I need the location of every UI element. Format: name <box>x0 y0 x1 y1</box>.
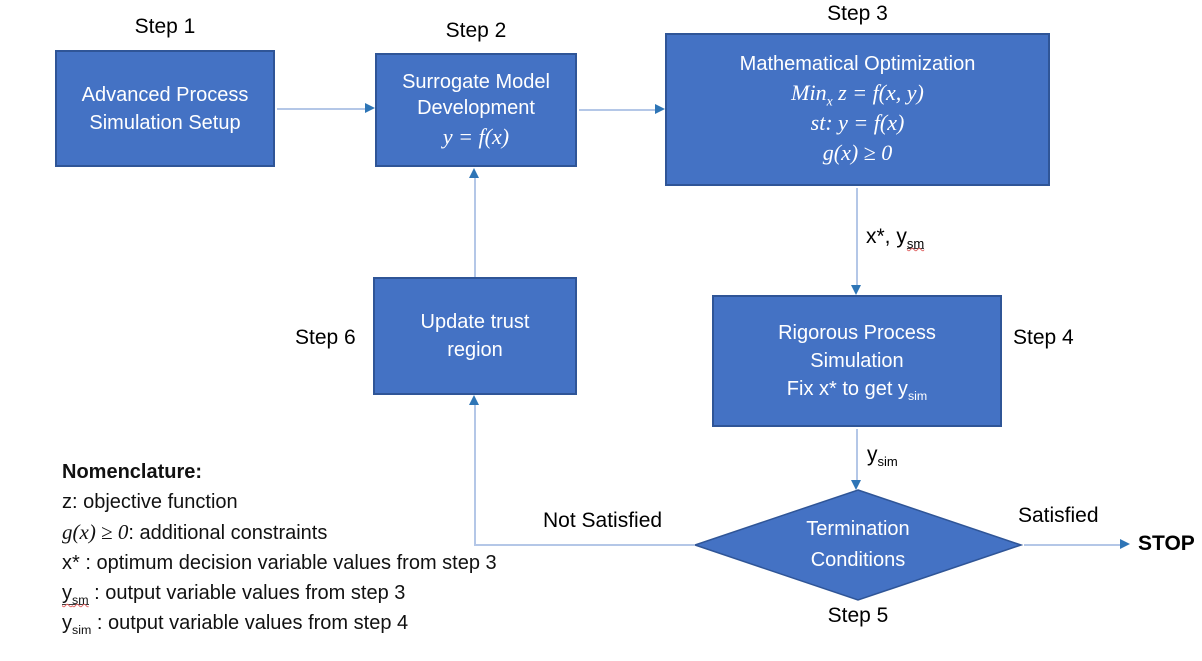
arrowhead-right-icon <box>1120 539 1130 549</box>
node-text-line: Rigorous Process <box>778 322 936 344</box>
stop-label: STOP <box>1138 532 1195 555</box>
gx-math: g(x) ≥ 0 <box>62 520 129 544</box>
nomenclature-line-g: g(x) ≥ 0: additional constraints <box>62 517 497 548</box>
ysim-description: : output variable values from step 4 <box>91 612 409 634</box>
node-formula: st: y = f(x) <box>810 110 905 136</box>
gx-rest: : additional constraints <box>128 522 328 544</box>
node-text-line: Development <box>417 97 535 120</box>
node-step6-update-trust-region: Update trust region <box>373 277 577 395</box>
formula-min-sub: x <box>826 93 833 109</box>
formula-min: Min <box>791 80 827 106</box>
ysm-subscript: sm <box>72 593 89 607</box>
nomenclature-line-ysim: ysim : output variable values from step … <box>62 608 497 638</box>
node-text-line: Surrogate Model <box>402 71 550 94</box>
node-text-line: Termination <box>806 518 910 540</box>
node-step5-termination-conditions: Termination Conditions <box>692 489 1024 601</box>
arrowhead-down-icon <box>851 480 861 490</box>
node-text-line: region <box>447 339 503 361</box>
node-text-line: Simulation <box>810 350 904 372</box>
step5-label: Step 5 <box>827 604 889 627</box>
node-step3-mathematical-optimization: Mathematical Optimization Minx z = f(x, … <box>665 33 1050 186</box>
arrowhead-right-icon <box>365 103 375 113</box>
node-text-line: Advanced Process <box>81 83 249 106</box>
node-text-line: Update trust <box>420 311 530 333</box>
nomenclature-title: Nomenclature: <box>62 461 203 483</box>
nomenclature-line-xstar: x* : optimum decision variable values fr… <box>62 552 497 574</box>
connector-step6-step2 <box>474 177 476 277</box>
edge-label-satisfied: Satisfied <box>1018 504 1099 527</box>
diamond-shape <box>692 489 1024 601</box>
connector-step5-stop <box>1024 544 1122 546</box>
node-step2-surrogate-model-development: Surrogate Model Development y = f(x) <box>375 53 577 167</box>
arrowhead-up-icon <box>469 395 479 405</box>
fix-x-text: Fix x* to get y <box>786 378 908 400</box>
connector-step1-step2 <box>277 108 366 110</box>
node-text-line: Conditions <box>810 549 906 571</box>
connector-step2-step3 <box>579 109 656 111</box>
nomenclature-line-z: z: objective function <box>62 491 238 513</box>
ysm-description: : output variable values from step 3 <box>88 582 406 604</box>
step1-label: Step 1 <box>134 15 196 38</box>
connector-step4-step5 <box>856 429 858 481</box>
formula-objective: z = f(x, y) <box>832 80 924 106</box>
ysm-misspelled: ysm <box>62 582 89 607</box>
ysm-subscript: sm <box>906 236 925 252</box>
ysim-subscript: sim <box>877 454 898 470</box>
y-sim-subscript: sim <box>907 389 928 403</box>
step6-label: Step 6 <box>295 326 356 349</box>
arrowhead-right-icon <box>655 104 665 114</box>
node-step1-advanced-process-simulation-setup: Advanced Process Simulation Setup <box>55 50 275 167</box>
connector-step5-step6-horizontal <box>474 544 695 546</box>
ysm-text: y <box>62 582 72 604</box>
node-formula: Minx z = f(x, y) <box>791 78 924 108</box>
node-step4-rigorous-process-simulation: Rigorous Process Simulation Fix x* to ge… <box>712 295 1002 427</box>
nomenclature-line-ysm: ysm : output variable values from step 3 <box>62 578 497 608</box>
arrowhead-down-icon <box>851 285 861 295</box>
node-formula: g(x) ≥ 0 <box>822 139 893 165</box>
nomenclature-block: Nomenclature: z: objective function g(x)… <box>62 457 497 638</box>
ysim-text: y <box>62 612 72 634</box>
arrowhead-up-icon <box>469 168 479 178</box>
node-text-line: Simulation Setup <box>89 111 241 134</box>
connector-step3-step4 <box>856 188 858 286</box>
edge-label-xstar-ysm: x*, ysm <box>866 225 925 252</box>
step3-label: Step 3 <box>827 2 888 25</box>
node-text-line: Mathematical Optimization <box>739 53 976 76</box>
step4-label: Step 4 <box>1013 326 1074 349</box>
xstar-text: x*, y <box>866 225 907 248</box>
node-text-line: Fix x* to get ysim <box>787 375 927 403</box>
ysim-text: y <box>867 443 878 466</box>
step2-label: Step 2 <box>445 19 507 42</box>
edge-label-not-satisfied: Not Satisfied <box>543 509 663 532</box>
ysm-misspelled: sm <box>906 225 925 252</box>
connector-step5-step6-vertical <box>474 404 476 545</box>
node-formula: y = f(x) <box>442 123 510 149</box>
ysim-subscript: sim <box>72 623 92 637</box>
edge-label-ysim: ysim <box>867 443 898 470</box>
